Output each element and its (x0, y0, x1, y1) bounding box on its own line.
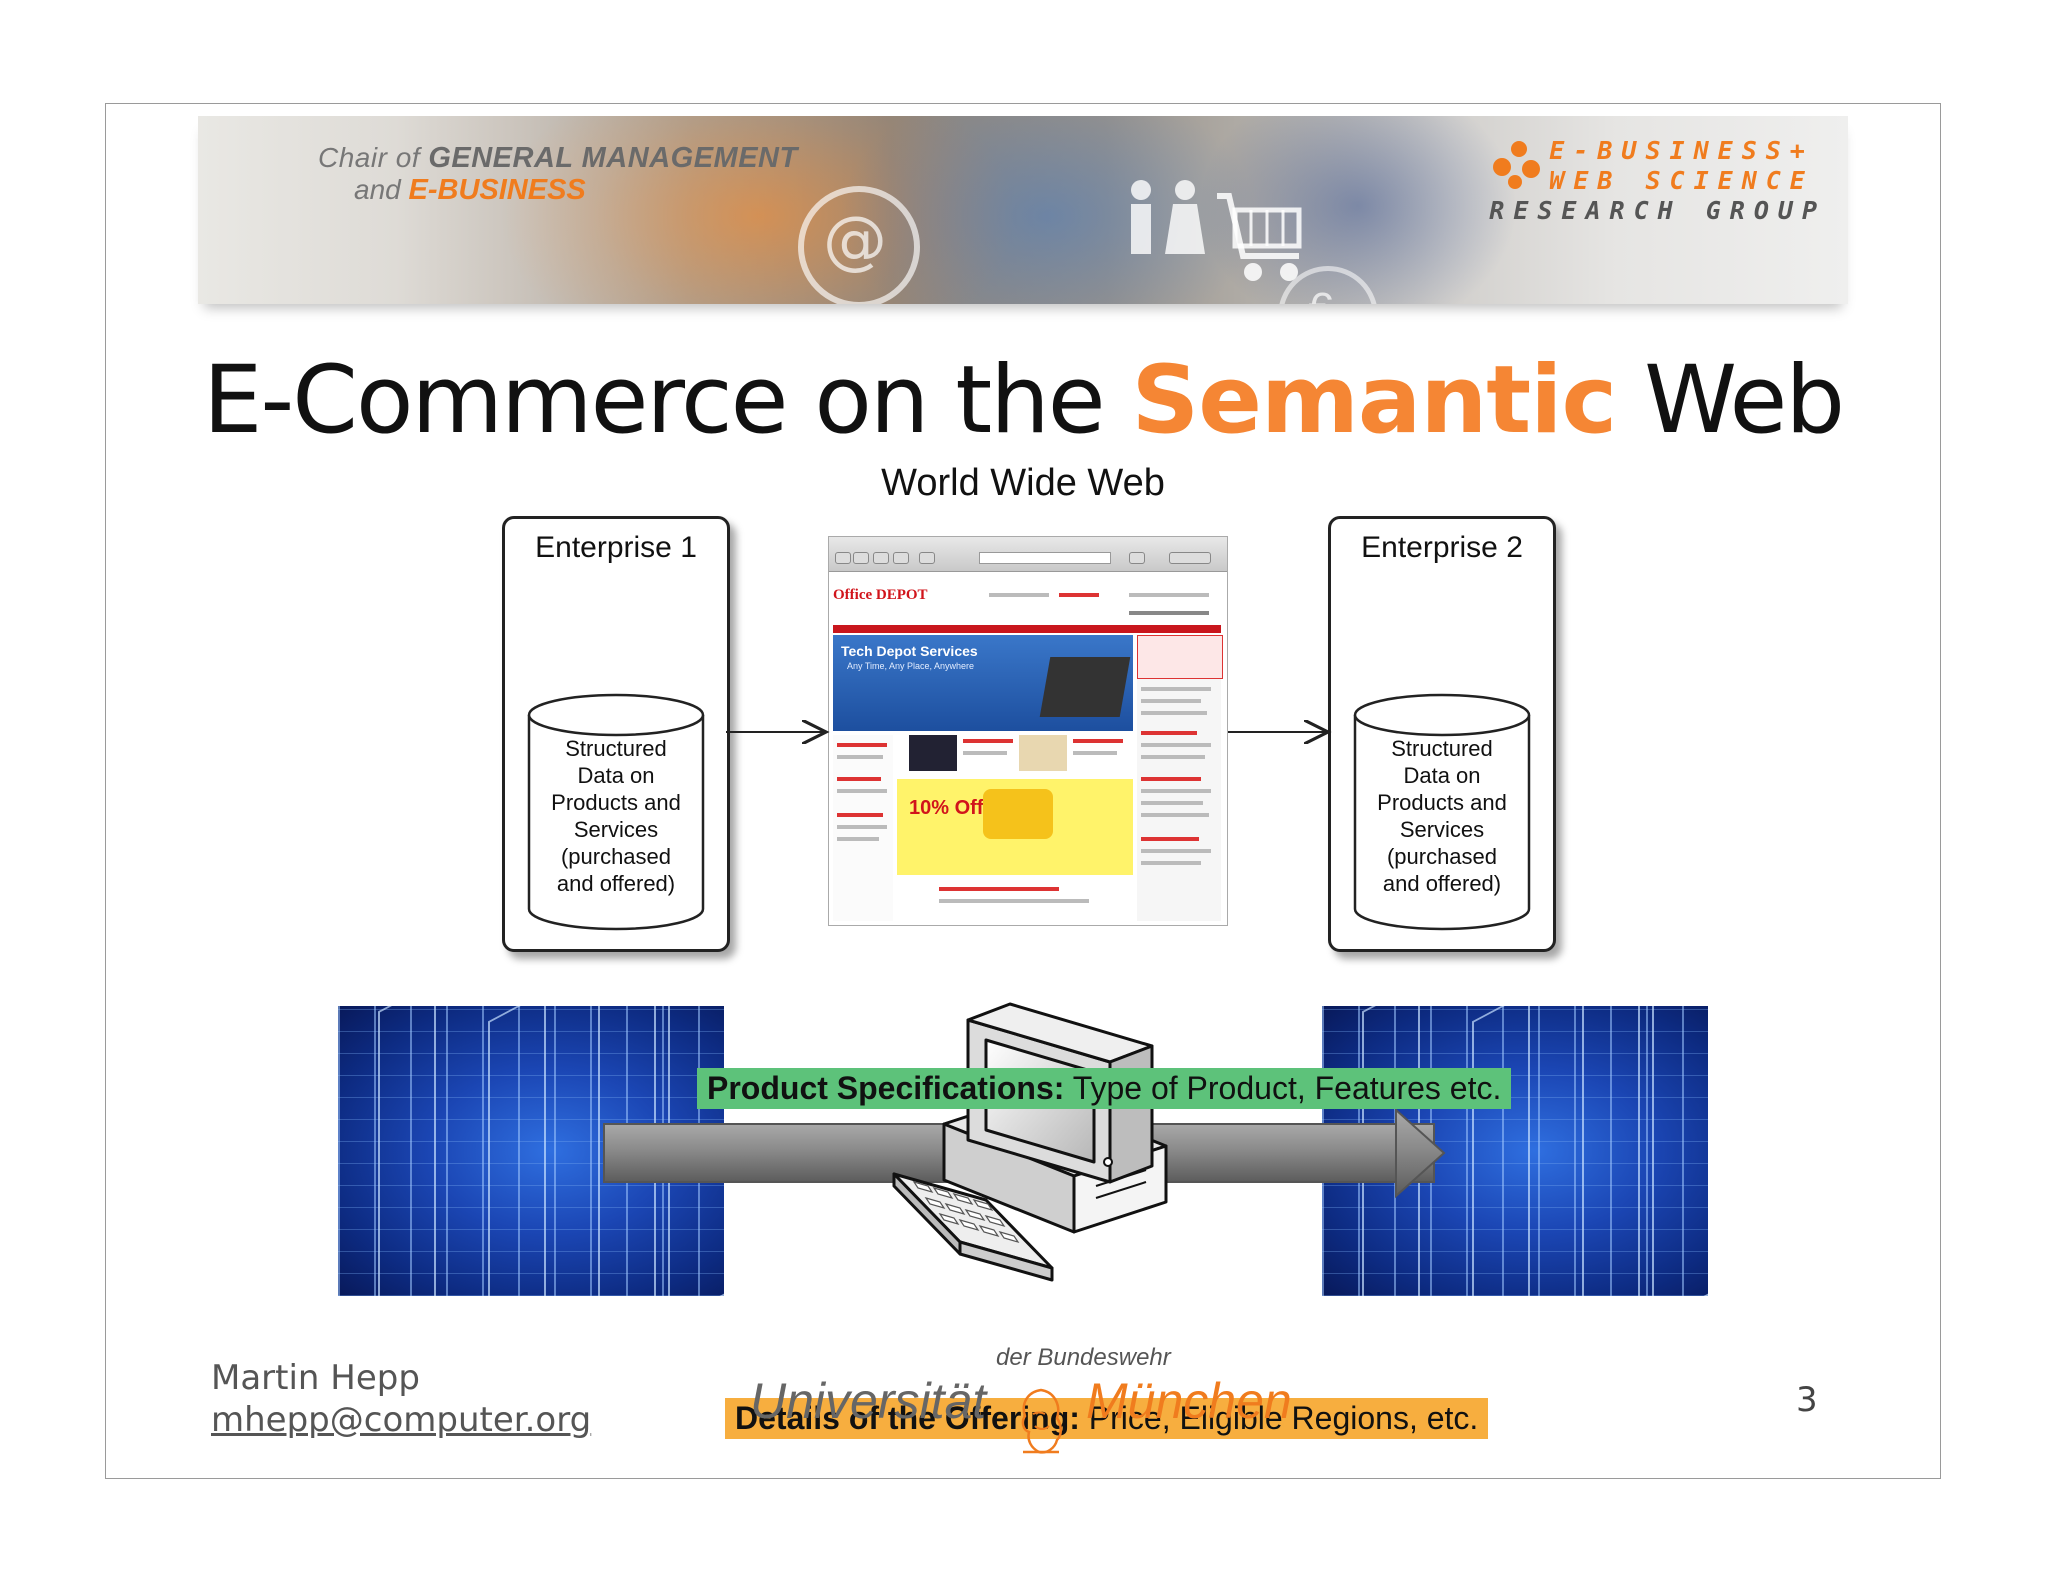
flow-arrows (726, 104, 1940, 1478)
offering-details-label: Details of the Offering: Price, Eligible… (725, 1398, 1489, 1439)
people-network-icon (1493, 141, 1541, 189)
slide: @ € Chair of GENERAL MANAGEMENT and E-BU… (105, 103, 1941, 1479)
office-depot-logo: Office DEPOT (833, 587, 928, 603)
euro-sign-icon: € (1308, 284, 1332, 304)
computer-icon (892, 1002, 1168, 1282)
big-flow-arrow-layer (603, 1002, 1446, 1282)
database-cylinder-icon (527, 693, 705, 931)
research-group-logo: E-BUSINESS+ WEB SCIENCE RESEARCH GROUP (1489, 136, 1826, 226)
group-line-3: RESEARCH GROUP (1489, 196, 1826, 225)
page-number: 3 (1796, 1380, 1818, 1420)
world-wide-web-label: World Wide Web (881, 462, 1165, 504)
product-specifications-label: Product Specifications: Type of Product,… (697, 1068, 1512, 1109)
header-banner: @ € Chair of GENERAL MANAGEMENT and E-BU… (198, 116, 1848, 304)
at-sign-icon: @ (823, 204, 887, 278)
group-line-1: E-BUSINESS+ (1549, 136, 1814, 165)
group-line-2: WEB SCIENCE (1549, 166, 1814, 195)
author-name: Martin Hepp (211, 1358, 420, 1398)
at-circle-graphic (798, 186, 920, 304)
athena-head-logo-icon (1021, 1388, 1062, 1454)
slide-title: E-Commerce on the Semantic Web (203, 346, 1845, 455)
university-subtitle: der Bundeswehr (996, 1344, 1171, 1371)
enterprise-2-db-text: Structured Data on Products and Services… (1377, 736, 1507, 896)
hero-banner: Tech Depot Services Any Time, Any Place,… (833, 635, 1133, 731)
enterprise-1-box: Enterprise 1 Structured Data on Products… (502, 516, 730, 952)
university-name: Universität (750, 1373, 987, 1429)
database-cylinder-icon (1353, 693, 1531, 931)
enterprise-2-label: Enterprise 2 (1361, 531, 1523, 564)
author-email-link[interactable]: mhepp@computer.org (211, 1400, 592, 1440)
keyboard-keys (912, 1180, 1020, 1244)
enterprise-1-db-text: Structured Data on Products and Services… (551, 736, 681, 896)
chair-line-2: and E-BUSINESS (354, 174, 586, 206)
shopping-cart-icon (1131, 180, 1302, 281)
enterprise-1-label: Enterprise 1 (535, 531, 697, 564)
web-shop-screenshot: Office DEPOT Tech Depot Services Any Tim… (828, 536, 1228, 926)
browser-toolbar (829, 537, 1227, 572)
chair-line-1: Chair of GENERAL MANAGEMENT (318, 142, 798, 174)
university-city: München (1086, 1373, 1292, 1429)
enterprise-2-box: Enterprise 2 Structured Data on Products… (1328, 516, 1556, 952)
